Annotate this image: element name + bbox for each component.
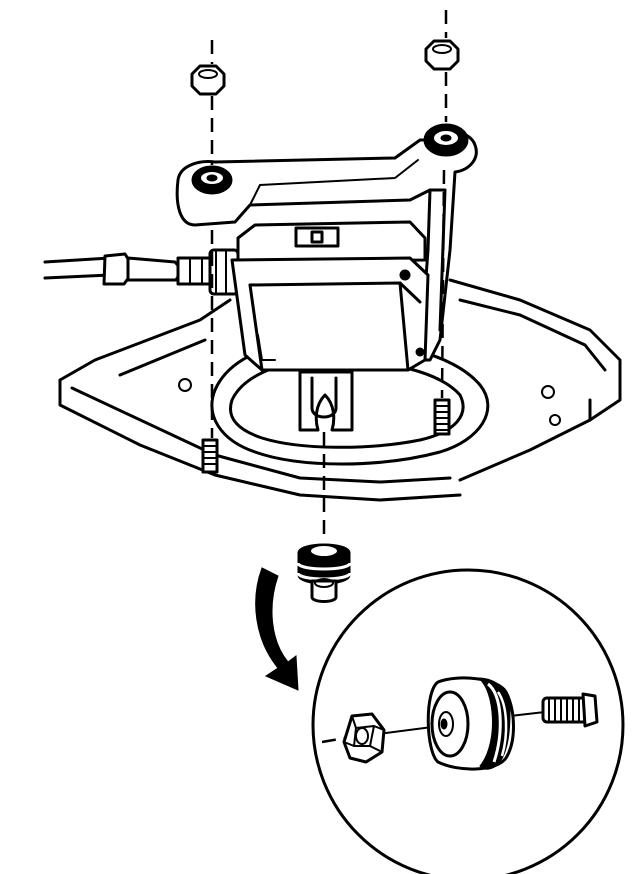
detail-arrow [255,567,299,691]
detail-spring [541,692,599,728]
alignment-lines [210,10,448,540]
mounting-bracket [175,130,478,362]
cable-connector [102,248,240,296]
stud [201,398,451,474]
retaining-nut [190,39,460,96]
detail-circle [311,568,625,874]
actuator-module [230,220,430,432]
mounting-plate [58,278,622,502]
cable [43,256,112,280]
grommet [191,123,469,603]
detail-grommet [426,676,515,771]
detail-nut [342,712,386,764]
detail-view [321,676,599,771]
